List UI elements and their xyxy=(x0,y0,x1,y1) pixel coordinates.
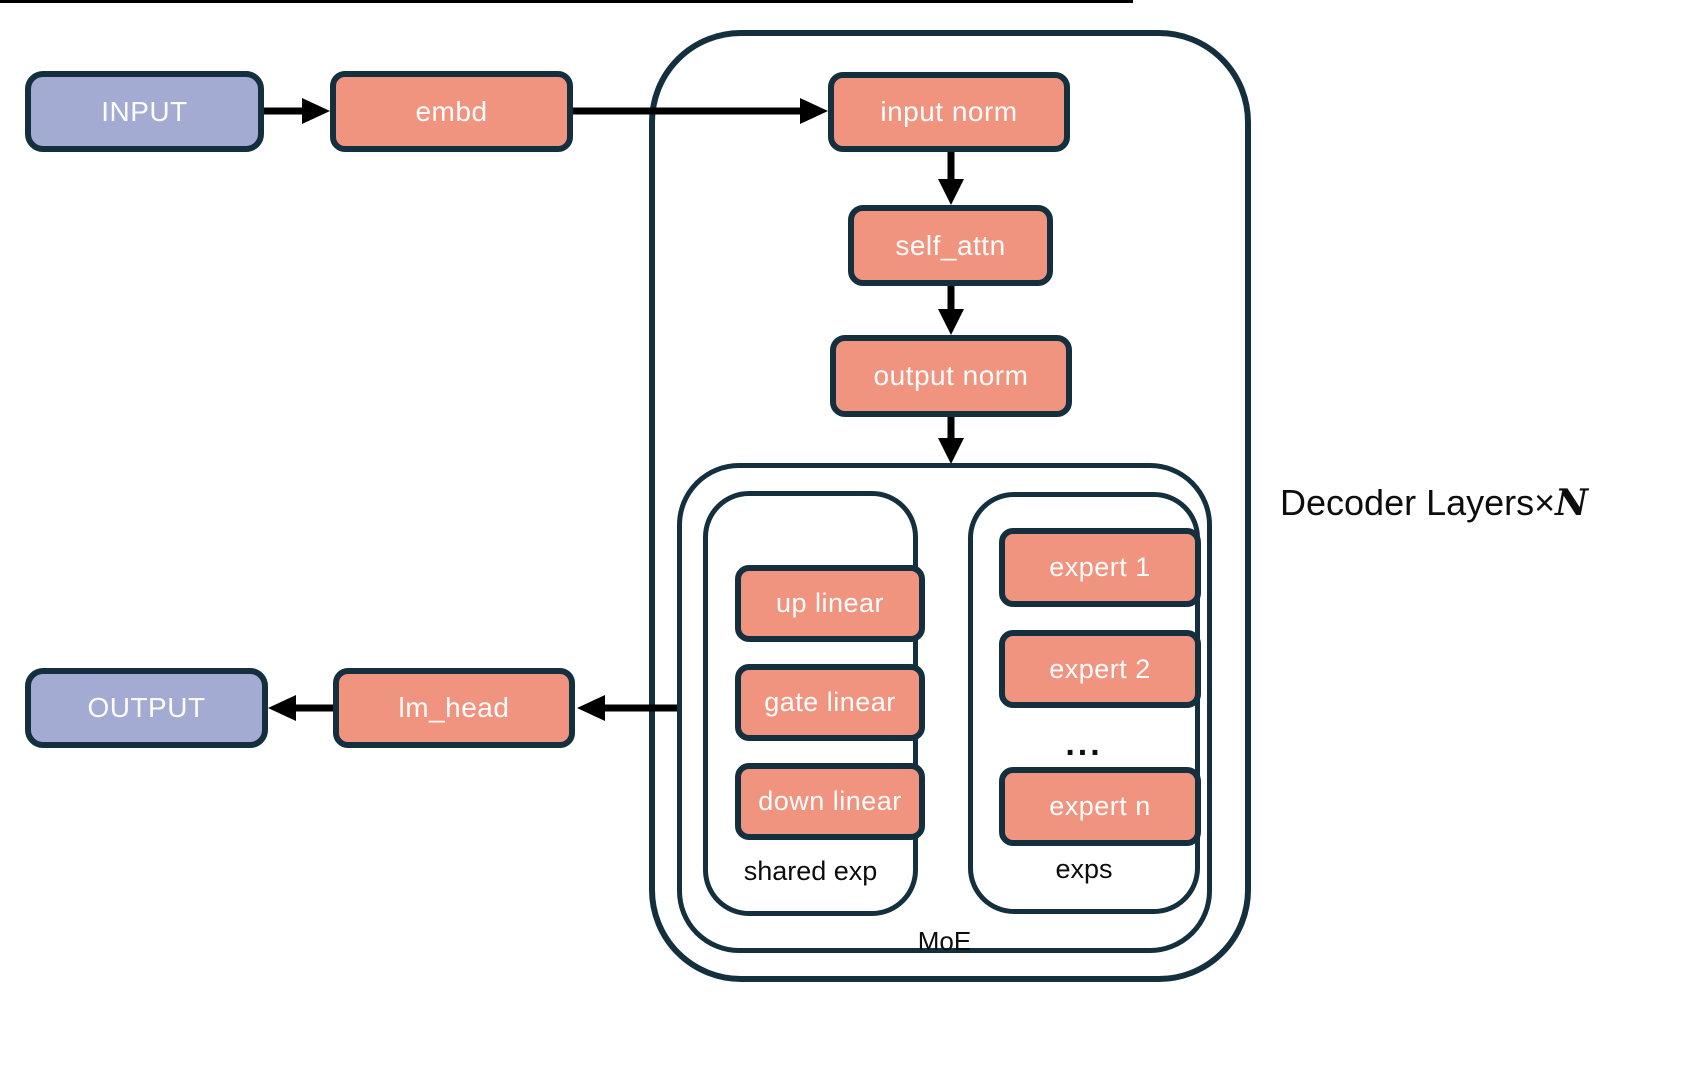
embd-node: embd xyxy=(330,71,573,152)
moe-label: MoE xyxy=(917,926,972,956)
lm-head-node: lm_head xyxy=(333,668,575,748)
decoder-layers-annotation: Decoder Layers×N xyxy=(1280,482,1588,524)
input-norm-node: input norm xyxy=(828,72,1070,152)
experts-ellipsis: ... xyxy=(1065,725,1103,763)
shared-exp-label: shared exp xyxy=(743,856,878,886)
expert-1-node: expert 1 xyxy=(999,528,1201,607)
top-edge-line xyxy=(0,0,1133,3)
shared-exp-group: up linear gate linear down linear shared… xyxy=(703,491,925,916)
down-linear-node: down linear xyxy=(735,763,925,840)
moe-container: up linear gate linear down linear shared… xyxy=(677,463,1212,956)
input-node: INPUT xyxy=(25,71,264,152)
arrowhead-input-to-embd xyxy=(302,98,330,124)
up-linear-node: up linear xyxy=(735,565,925,642)
expert-n-node: expert n xyxy=(999,767,1201,846)
gate-linear-node: gate linear xyxy=(735,664,925,741)
layer-count-n: N xyxy=(1555,482,1589,524)
arrowhead-moe-to-lmhead xyxy=(577,695,605,721)
output-norm-node: output norm xyxy=(830,335,1072,417)
exps-label: exps xyxy=(1055,854,1113,884)
arrowhead-lmhead-to-output xyxy=(268,695,296,721)
decoder-layers-text: Decoder Layers xyxy=(1280,482,1535,523)
expert-2-node: expert 2 xyxy=(999,630,1201,708)
self-attn-node: self_attn xyxy=(848,205,1053,286)
times-symbol: × xyxy=(1534,482,1556,523)
exps-group: expert 1 expert 2 ... expert n exps xyxy=(968,492,1201,914)
output-node: OUTPUT xyxy=(25,668,268,748)
